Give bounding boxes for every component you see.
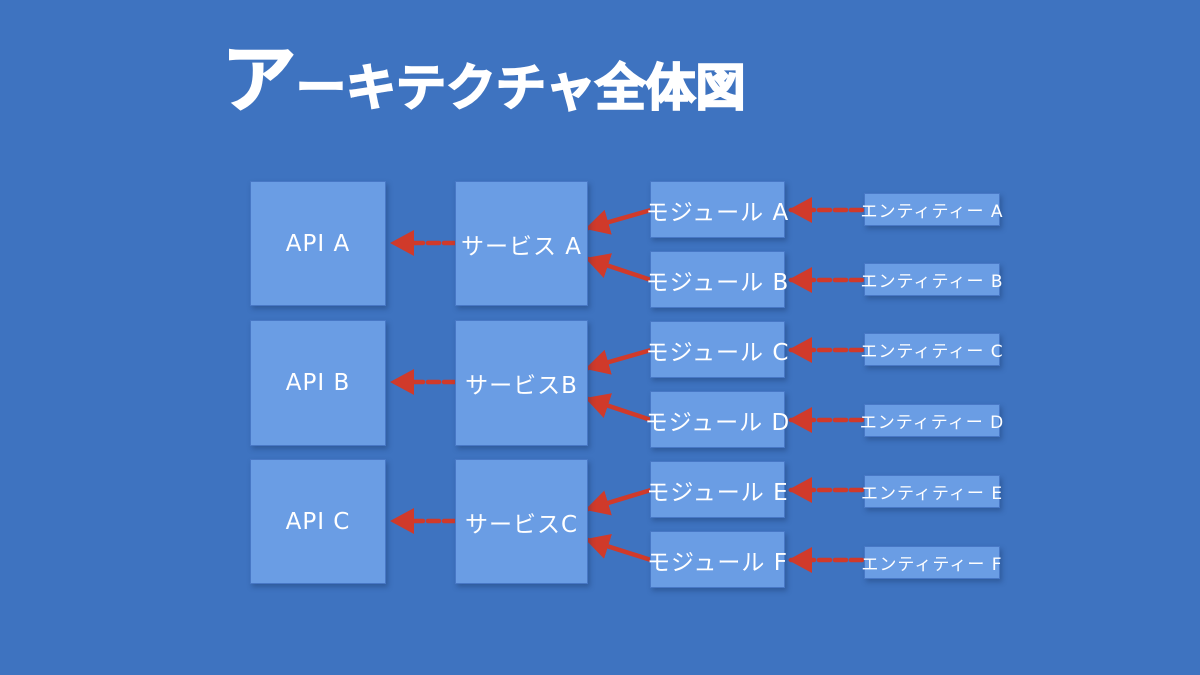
page-title: アーキテクチャ全体図	[221, 36, 746, 124]
node-entity-e-label: エンティティー E	[860, 484, 1004, 504]
node-module-c-label: モジュール C	[645, 339, 790, 366]
node-service-c-label: サービスC	[464, 511, 579, 538]
arrow-module-d-to-service-b	[585, 393, 654, 423]
node-api-a: API A	[250, 181, 386, 306]
node-entity-a-label: エンティティー A	[860, 202, 1004, 222]
node-api-a-label: API A	[285, 230, 351, 257]
node-entity-c: エンティティー C	[860, 333, 1003, 366]
node-api-b-label: API B	[285, 370, 351, 396]
node-module-f: モジュール F	[647, 531, 788, 588]
node-api-c-label: API C	[285, 508, 351, 535]
node-entity-e: エンティティー E	[860, 475, 1004, 508]
arrow-module-f-to-service-c	[585, 533, 654, 563]
node-service-a: サービス A	[455, 181, 588, 306]
node-service-b-label: サービスB	[465, 373, 578, 399]
node-entity-b-label: エンティティー B	[860, 272, 1004, 292]
node-api-b: API B	[250, 320, 386, 446]
node-module-a-label: モジュール A	[645, 199, 790, 226]
node-entity-d-label: エンティティー D	[859, 413, 1005, 433]
node-module-b: モジュール B	[646, 251, 788, 308]
node-module-c: モジュール C	[646, 321, 788, 378]
node-entity-b: エンティティー B	[860, 263, 1003, 296]
arrow-module-a-to-service-a	[585, 207, 654, 235]
arrow-module-b-to-service-a	[585, 253, 654, 283]
node-module-b-label: モジュール B	[645, 269, 790, 296]
arrow-module-e-to-service-c	[585, 487, 654, 516]
node-module-d: モジュール D	[645, 391, 789, 448]
node-service-a-label: サービス A	[460, 233, 583, 260]
node-module-f-label: モジュール F	[647, 549, 788, 576]
node-entity-f-label: エンティティー F	[861, 555, 1003, 575]
node-entity-d: エンティティー D	[860, 404, 1003, 437]
node-service-c: サービスC	[455, 459, 588, 584]
node-entity-c-label: エンティティー C	[860, 342, 1004, 362]
node-service-b: サービスB	[455, 320, 588, 446]
node-module-d-label: モジュール D	[644, 409, 791, 436]
node-entity-a: エンティティー A	[861, 193, 1003, 226]
node-entity-f: エンティティー F	[861, 546, 1003, 579]
node-api-c: API C	[250, 459, 386, 584]
node-module-a: モジュール A	[646, 181, 788, 238]
node-module-e-label: モジュール E	[646, 479, 789, 506]
arrow-module-c-to-service-b	[585, 347, 654, 375]
node-module-e: モジュール E	[646, 461, 788, 518]
